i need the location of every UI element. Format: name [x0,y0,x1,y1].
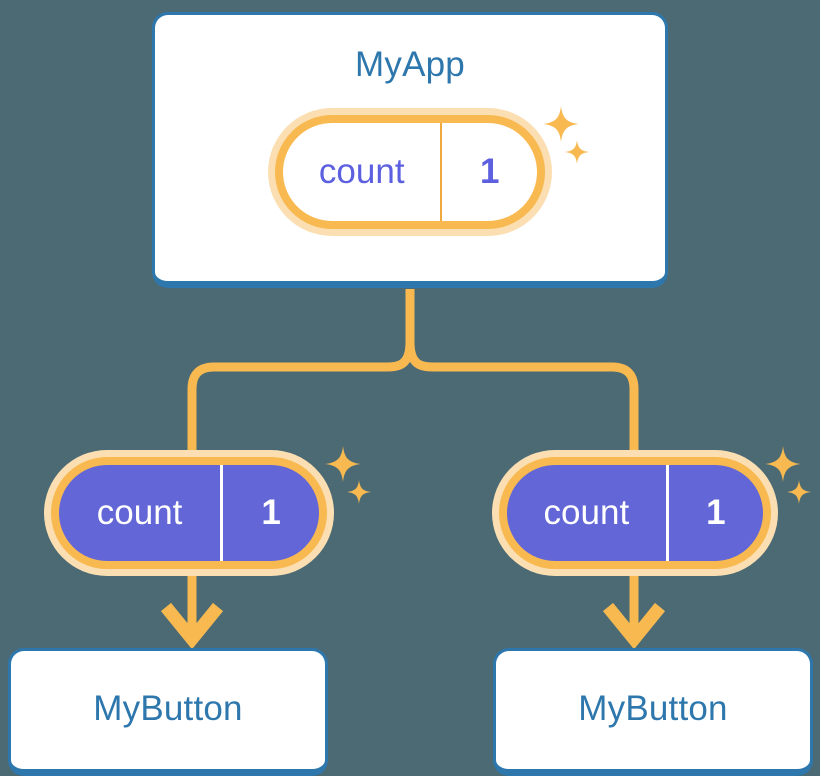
state-pill-key: count [318,152,405,191]
state-pill-child-right[interactable]: count 1 [492,450,778,576]
sparkle-icon [765,446,801,482]
component-title-mybutton: MyButton [578,689,728,728]
sparkle-icon-small [347,480,371,504]
state-pill-value: 1 [665,465,763,561]
state-pill-body: count 1 [51,457,327,569]
component-title-mybutton: MyButton [93,689,243,728]
state-pill-key: count [543,493,630,532]
sparkle-icon-small [787,480,811,504]
state-pill-body: count 1 [275,115,545,229]
arrow-head-left [160,602,224,650]
state-pill-value: 1 [440,123,537,221]
component-card-mybutton-right[interactable]: MyButton [493,648,813,776]
sparkle-icon [325,446,361,482]
state-pill-value: 1 [220,465,319,561]
state-pill-key: count [96,493,183,532]
connector-branch-right [405,337,639,455]
component-title-myapp: MyApp [355,45,465,84]
component-card-mybutton-left[interactable]: MyButton [8,648,328,776]
state-pill-body: count 1 [499,457,771,569]
state-pill-myapp[interactable]: count 1 [268,108,552,236]
connector-branch-left [187,337,415,455]
state-pill-child-left[interactable]: count 1 [44,450,334,576]
arrow-head-right [602,602,666,650]
